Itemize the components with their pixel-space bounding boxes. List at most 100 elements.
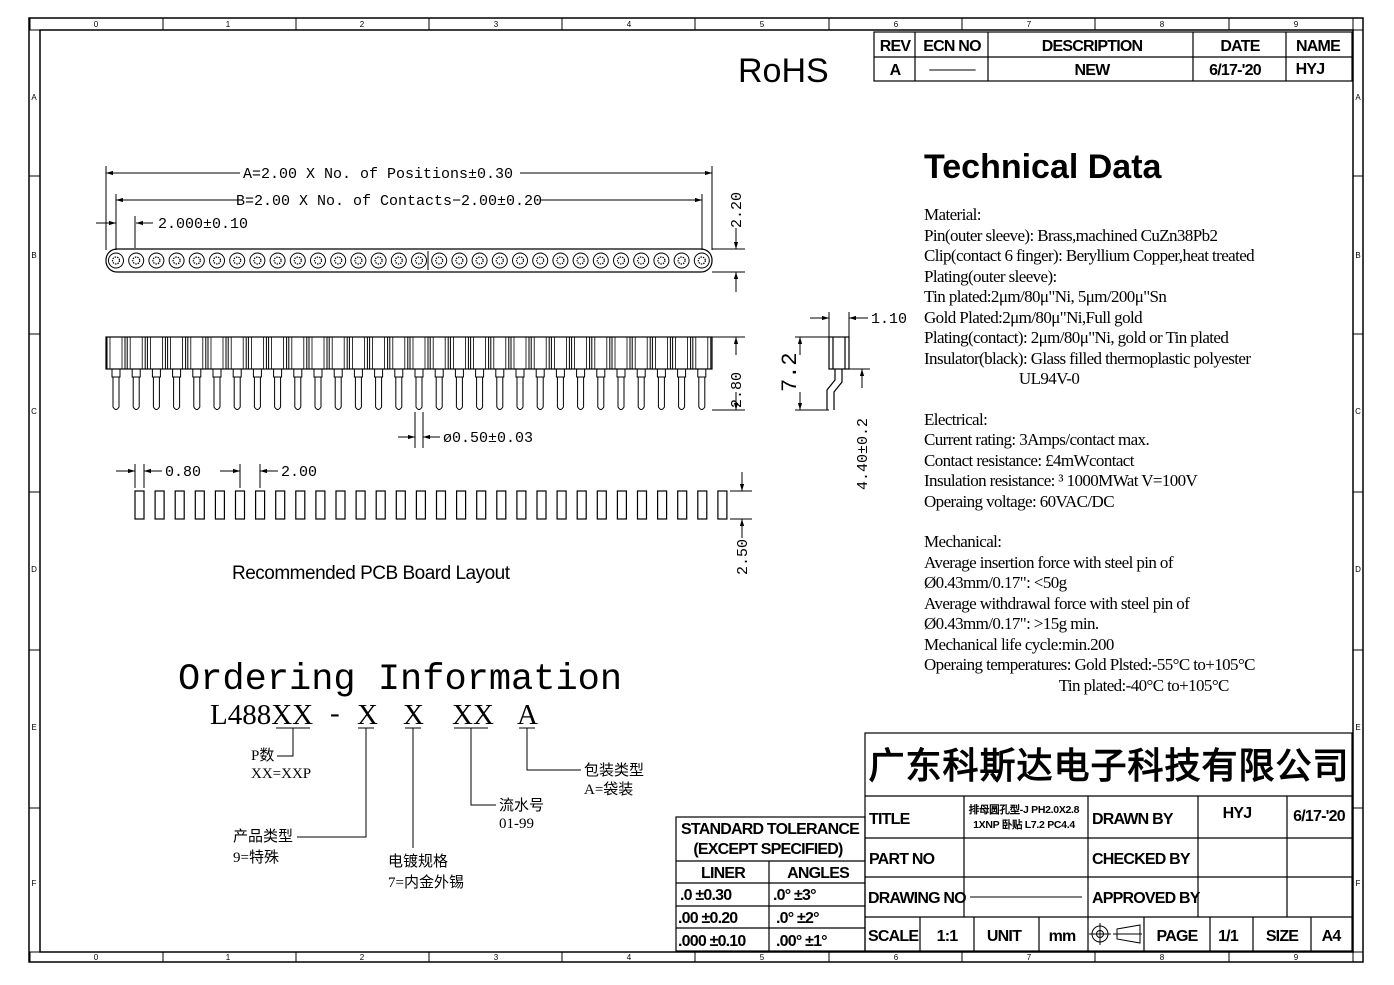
pin-shoulder [353,368,363,378]
pin-shoulder [111,368,121,378]
pcb-pad [375,490,386,520]
pin-tail [536,377,544,410]
pin-tail [577,377,585,410]
mechanical-line: Average insertion force with steel pin o… [924,552,1173,572]
row-label-left: E [31,723,36,732]
pcb-pad [255,490,266,520]
pin-shoulder [535,368,545,378]
socket-contact [374,256,383,265]
socket-hole [512,252,528,269]
socket-contact [212,256,222,265]
mechanical-line: Tin plated:-40°C to+105°C [924,675,1230,695]
material-line: Gold Plated:2μm/80μ"Ni,Full gold [924,307,1143,327]
front-view-dimensions [398,336,745,448]
scale-label: SCALE [868,928,919,945]
rohs-label: RoHS [738,52,829,90]
socket-hole [148,252,165,269]
title-block [864,732,1353,952]
pcb-pad [295,490,306,520]
date-header: DATE [1220,38,1260,55]
title-value-1: 排母圆孔型-J PH2.0X2.8 [969,803,1080,816]
pcb-pad [275,490,286,520]
pin-tail [415,377,423,410]
socket-contact [536,256,545,265]
size-value: A4 [1322,928,1342,945]
pcb-pad [697,490,708,520]
pcb-pad [315,490,326,520]
socket-hole [673,252,690,269]
socket-hole [633,252,650,269]
checked-by-label: CHECKED BY [1092,851,1191,868]
title-value-2: 1XNP 卧贴 L7.2 PC4.4 [973,818,1075,831]
socket-hole [269,252,286,269]
pcb-pad [496,490,507,520]
pcb-pad [476,490,487,520]
page-value: 1/1 [1218,928,1239,945]
socket-hole [289,252,306,269]
pin-tail [112,377,120,410]
dim-side-width-label: 1.10 [871,311,907,328]
code-part-base: L488XX [210,699,313,731]
socket-contact [637,256,646,265]
pin-tail [213,377,221,410]
pin-shoulder [596,368,606,378]
technical-data-title: Technical Data [924,148,1162,186]
dim-height-top-label: 2.20 [729,192,746,228]
socket-contact [556,256,565,265]
tolerance-angle-1: .0° ±3° [773,887,816,904]
dim-tail-label: 4.40±0.2 [855,418,872,490]
electrical-line: Current rating: 3Amps/contact max. [924,430,1150,449]
pin-tail [253,377,261,410]
socket-hole [572,252,589,269]
socket-hole [471,252,488,269]
material-line: Pin(outer sleeve): Brass,machined CuZn38… [924,225,1218,245]
pcb-pads [134,490,728,520]
drawn-by-value: HYJ [1223,805,1252,822]
socket-hole [532,252,549,269]
serial-value: 01-99 [499,816,534,832]
pin-shoulder [677,368,687,378]
col-label-bottom: 0 [94,953,99,962]
pcb-pad [234,490,246,520]
socket-hole [310,252,326,269]
dim-pin-len-label: 2.80 [729,372,746,408]
pin-shoulder [374,368,384,378]
socket-contact [334,256,343,265]
tolerance-liner-3: .000 ±0.10 [678,933,746,950]
pin-shoulder [656,368,666,378]
approved-by-label: APPROVED BY [1092,890,1201,907]
pin-tail [476,377,484,410]
socket-hole [693,252,710,269]
row-label-right: E [1355,723,1360,732]
pcb-pad [154,490,165,520]
mechanical-section: Mechanical:Average insertion force with … [924,532,1364,696]
code-part-pack: A [517,699,538,731]
row-label-left: D [31,565,37,574]
code-part-serial: XX [452,699,494,731]
pin-tail [435,377,443,410]
socket-hole [653,252,670,269]
socket-hole [209,252,225,269]
socket-hole [168,252,185,269]
pin-shoulder [333,368,343,378]
size-label: SIZE [1266,928,1299,945]
row-label-left: C [31,407,37,416]
socket-hole [249,252,266,269]
frame-ticks [29,18,1363,962]
pcb-pad [134,490,145,520]
tolerance-table [675,816,866,952]
row-label-left: F [32,879,37,888]
socket-hole [592,252,609,269]
socket-contact [394,256,403,265]
pin-shoulder [212,368,222,378]
ordering-title: Ordering Information [178,659,622,701]
pin-shoulder [616,368,626,378]
pin-shoulder [151,368,161,378]
pcb-pad [194,490,205,520]
socket-contact [475,256,484,265]
plating-label: 电镀规格 [388,853,448,870]
col-label-bottom: 6 [894,953,899,962]
pin-tail [617,377,625,410]
row-label-right: A [1355,93,1361,102]
socket-hole [229,252,246,269]
